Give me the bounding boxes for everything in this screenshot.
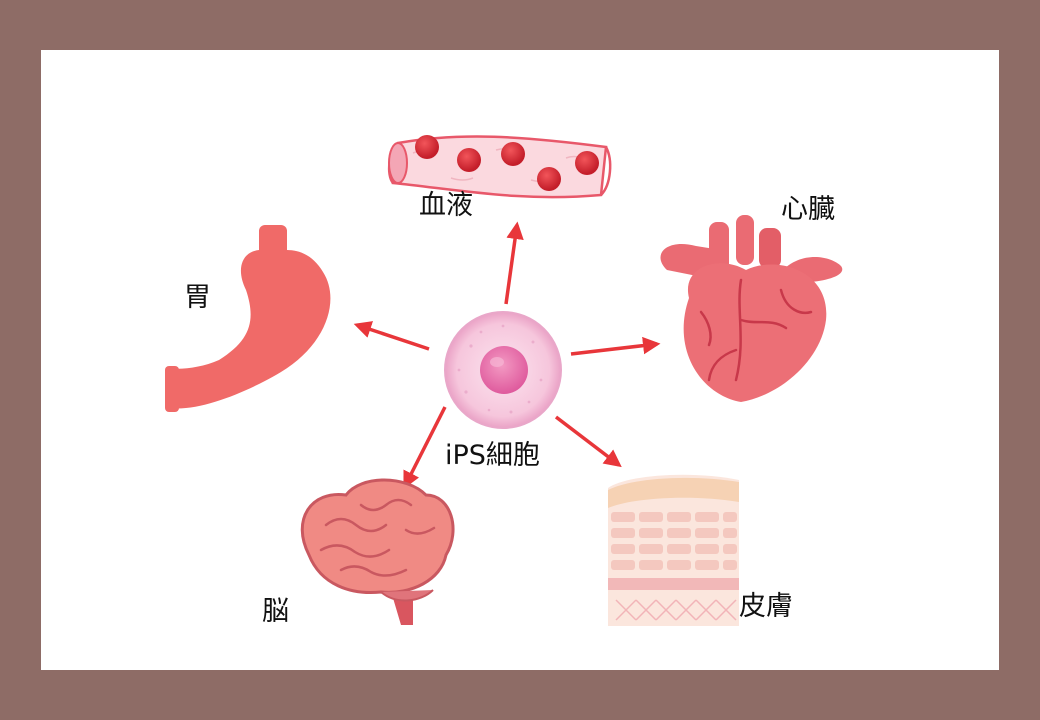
label-blood: 血液	[419, 190, 473, 221]
label-heart: 心臓	[781, 194, 835, 225]
arrow-to-brain	[403, 406, 447, 490]
arrows	[353, 221, 661, 490]
arrow-to-stomach	[353, 321, 430, 351]
label-stomach: 胃	[184, 282, 211, 313]
center-label: iPS細胞	[445, 440, 540, 471]
label-skin: 皮膚	[739, 591, 793, 622]
brain-icon	[300, 478, 455, 625]
label-brain: 脳	[262, 596, 289, 627]
slide: iPS細胞 血液 心臓 胃 脳 皮膚	[41, 50, 999, 670]
blood-vessel-icon	[387, 135, 612, 199]
heart-icon	[660, 215, 843, 402]
stomach-icon	[165, 225, 331, 412]
arrow-to-skin	[554, 415, 622, 468]
stem-cell-icon	[444, 311, 562, 429]
arrow-to-heart	[570, 336, 661, 356]
skin-icon	[608, 474, 739, 626]
arrow-to-blood	[504, 221, 524, 305]
diagram-canvas	[165, 135, 843, 626]
